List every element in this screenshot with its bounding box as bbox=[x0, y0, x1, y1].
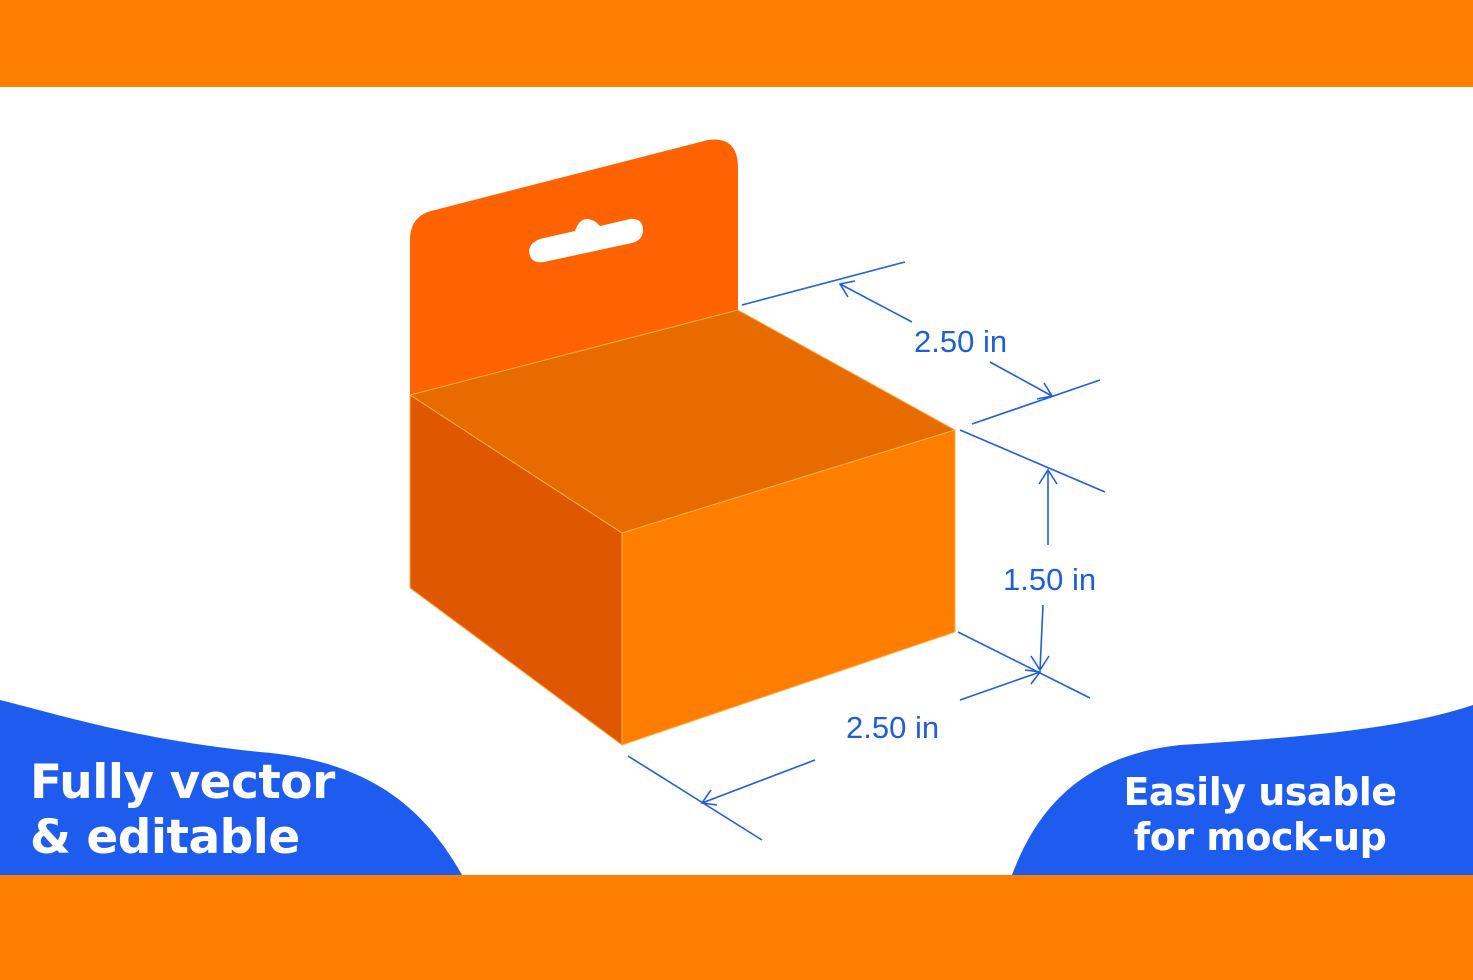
right-badge-text: Easily usable for mock-up bbox=[1120, 770, 1400, 860]
hang-tab-box-illustration bbox=[408, 139, 957, 746]
bottom-orange-band bbox=[0, 875, 1473, 980]
box-front-face bbox=[621, 429, 956, 746]
left-blue-badge bbox=[0, 700, 462, 875]
left-badge-line1: Fully vector bbox=[30, 755, 335, 810]
left-badge-text: Fully vector & editable bbox=[30, 755, 335, 865]
dimension-lines bbox=[627, 261, 1106, 841]
depth-dimension-label: 2.50 in bbox=[914, 324, 1007, 359]
width-dimension-label: 2.50 in bbox=[846, 710, 939, 745]
right-badge-line1: Easily usable bbox=[1123, 770, 1397, 814]
right-badge-line2: for mock-up bbox=[1133, 815, 1387, 859]
right-blue-badge bbox=[1012, 705, 1473, 875]
hang-hole-icon bbox=[529, 218, 643, 263]
top-orange-band bbox=[0, 0, 1473, 87]
left-badge-line2: & editable bbox=[30, 810, 300, 865]
height-dimension-label: 1.50 in bbox=[1003, 562, 1096, 597]
